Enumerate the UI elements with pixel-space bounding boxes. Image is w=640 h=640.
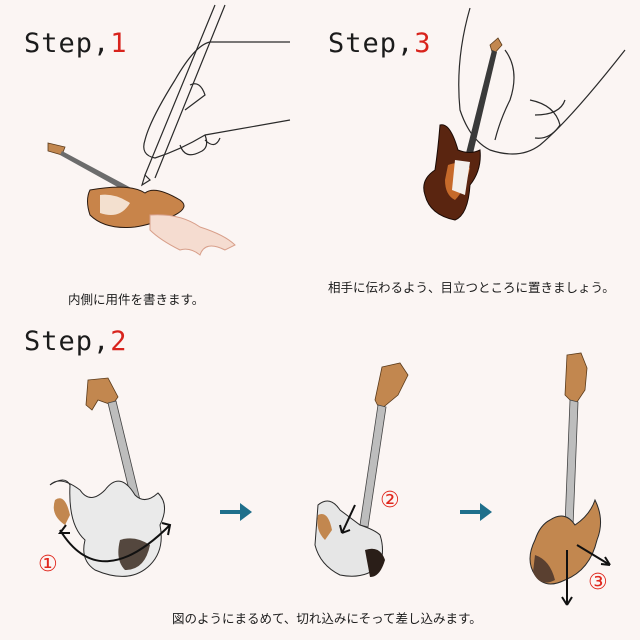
arrow-right-icon <box>460 503 492 521</box>
step-3-prefix: Step, <box>328 28 415 59</box>
step-1-title: Step,1 <box>24 28 128 59</box>
step-3-caption: 相手に伝わるよう、目立つところに置きましょう。 <box>328 280 615 295</box>
step-3-title: Step,3 <box>328 28 432 59</box>
guitar-curling-step-b-icon <box>314 362 409 577</box>
hand-placing-guitar-illustration <box>423 7 626 221</box>
marker-1: ① <box>38 552 58 577</box>
hand-writing-illustration <box>140 4 291 187</box>
step-2-title: Step,2 <box>24 326 128 357</box>
marker-2: ② <box>380 488 400 513</box>
step-2-prefix: Step, <box>24 326 111 357</box>
step-1-caption: 内側に用件を書きます。 <box>68 292 205 307</box>
step-1-number: 1 <box>110 28 128 59</box>
guitar-card-flat-icon <box>47 142 236 256</box>
step-2-caption: 図のようにまるめて、切れ込みにそって差し込みます。 <box>172 611 482 626</box>
step-2-number: 2 <box>110 326 128 357</box>
step-3-number: 3 <box>414 28 432 59</box>
step-1-prefix: Step, <box>24 28 111 59</box>
arrow-right-icon <box>220 503 252 521</box>
guitar-curling-step-a-icon <box>49 377 172 577</box>
marker-3: ③ <box>588 570 608 595</box>
guitar-standing-step-c-icon <box>529 352 611 606</box>
